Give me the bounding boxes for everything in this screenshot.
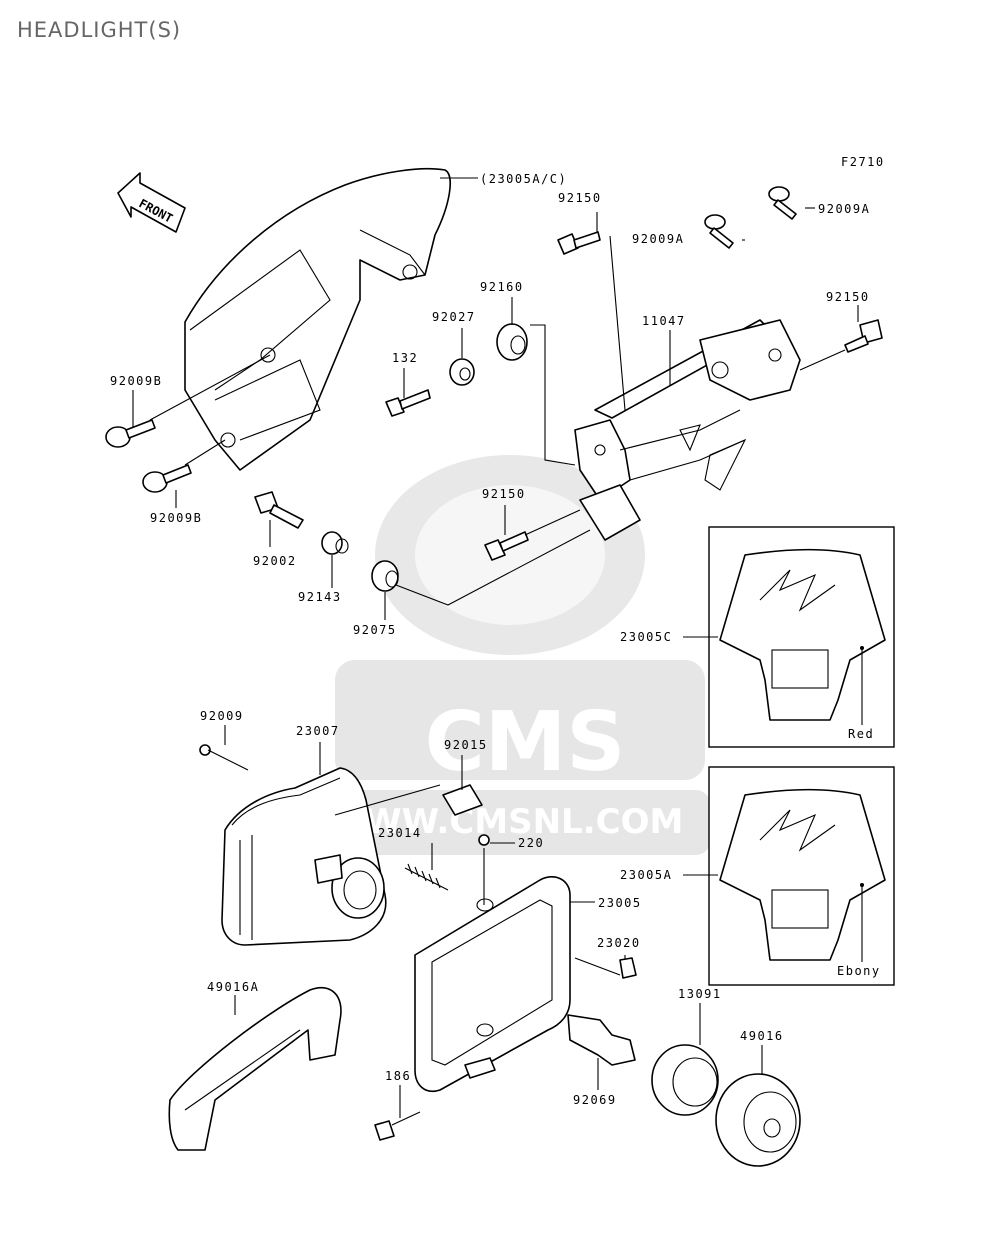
part-label: 23007 xyxy=(296,724,340,738)
part-label: 92075 xyxy=(353,623,397,637)
diagram-code: F2710 xyxy=(841,155,885,169)
variant-color-label: Ebony xyxy=(837,964,881,978)
leader-lines xyxy=(132,177,859,620)
part-label: 92009 xyxy=(200,709,244,723)
part-label: 92009A xyxy=(818,202,870,216)
variant-box-red xyxy=(683,526,895,748)
hardware-parts xyxy=(105,186,883,592)
part-label: 92143 xyxy=(298,590,342,604)
part-label: 92002 xyxy=(253,554,297,568)
part-label: 132 xyxy=(392,351,418,365)
part-label: 13091 xyxy=(678,987,722,1001)
part-label: 220 xyxy=(518,836,544,850)
dust-boot-parts xyxy=(651,1044,801,1167)
part-label: 49016A xyxy=(207,980,259,994)
part-label: 92009B xyxy=(150,511,202,525)
part-label: 11047 xyxy=(642,314,686,328)
watermark-brand: CMS xyxy=(425,695,626,790)
variant-color-label: Red xyxy=(848,727,874,741)
part-label: 92150 xyxy=(558,191,602,205)
headlight-bracket-part xyxy=(574,319,801,541)
part-label: 92150 xyxy=(826,290,870,304)
part-label: 23020 xyxy=(597,936,641,950)
headlight-rim-part xyxy=(374,876,571,1141)
variant-box-ebony xyxy=(683,766,895,986)
page-title: HEADLIGHT(S) xyxy=(17,18,182,42)
leader-lines-lower xyxy=(224,725,763,1118)
headlight-cover-part xyxy=(184,167,451,471)
part-label: (23005A/C) xyxy=(480,172,567,186)
watermark-url: WWW.CMSNL.COM xyxy=(327,802,684,842)
part-label: 92009B xyxy=(110,374,162,388)
part-label: 92009A xyxy=(632,232,684,246)
part-label: 23005 xyxy=(598,896,642,910)
part-label: 92027 xyxy=(432,310,476,324)
part-label: 49016 xyxy=(740,1029,784,1043)
cover-49016a-part xyxy=(168,986,342,1151)
part-label: 92160 xyxy=(480,280,524,294)
part-labels: (23005A/C) 92150 92009A 92009A 92160 920… xyxy=(110,172,881,1107)
part-label: 92015 xyxy=(444,738,488,752)
part-label: 92150 xyxy=(482,487,526,501)
part-label: 23005C xyxy=(620,630,672,644)
part-label: 23014 xyxy=(378,826,422,840)
bulb-part xyxy=(567,957,637,1066)
front-arrow: FRONT xyxy=(117,172,186,233)
part-label: 92069 xyxy=(573,1093,617,1107)
part-label: 23005A xyxy=(620,868,672,882)
part-label: 186 xyxy=(385,1069,411,1083)
